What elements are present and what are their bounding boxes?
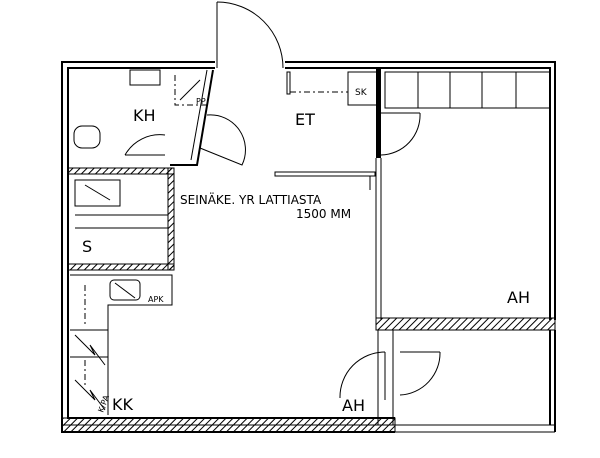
room-label-s: S: [82, 237, 92, 256]
room-label-ah-2: AH: [342, 396, 365, 415]
label-pp: PP: [196, 97, 206, 106]
room-label-kh: KH: [133, 106, 156, 125]
room-label-et: ET: [295, 110, 315, 129]
outer-walls: [61, 61, 556, 433]
label-apk: APK: [148, 295, 164, 304]
kitchen-counter: [70, 274, 173, 415]
room-label-ah: AH: [507, 288, 530, 307]
entrance-fixtures: [274, 71, 379, 190]
room-label-sk: SK: [355, 88, 368, 98]
bathroom: [73, 69, 246, 166]
entrance-door: [216, 1, 284, 69]
bedroom-walls: [339, 68, 556, 426]
wall-note-line2: 1500 MM: [296, 207, 351, 221]
label-kpa: K/PA: [96, 393, 111, 413]
room-label-kk: KK: [112, 395, 133, 414]
wall-note-line1: SEINÄKE. YR LATTIASTA: [180, 192, 322, 207]
sauna: [67, 167, 175, 271]
